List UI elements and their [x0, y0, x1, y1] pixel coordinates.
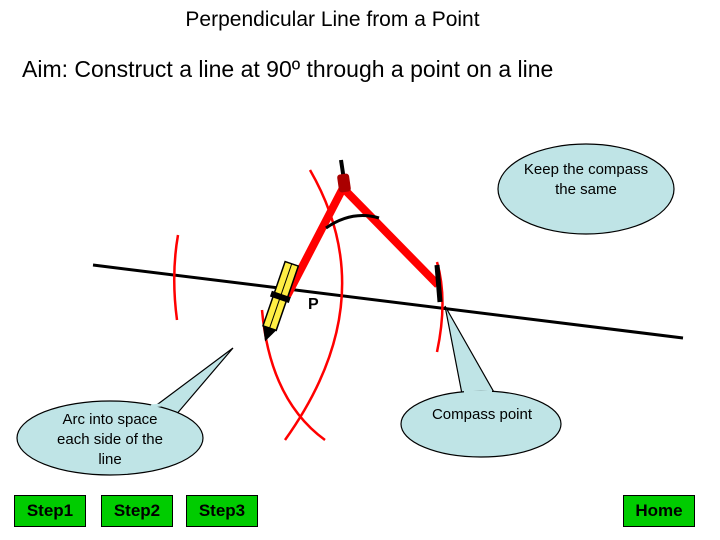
compass-point-text: Compass point [431, 406, 533, 423]
pencil [262, 260, 300, 342]
compass-right-leg [340, 185, 441, 288]
bubble-keep-compass [497, 143, 675, 235]
slide-title: Perpendicular Line from a Point [185, 8, 480, 31]
compass-left-leg [283, 186, 347, 298]
compass-point-needle [434, 264, 443, 303]
keep-compass-text: Keep the compass the same [523, 161, 649, 198]
compass-hinge [325, 214, 380, 230]
step1-button[interactable]: Step1 [14, 495, 86, 527]
arc-left [173, 234, 180, 321]
bubble-compass-tail [444, 305, 497, 395]
arc-upper [283, 169, 344, 441]
arc-into-space-text: Arc into space each side of the line [57, 411, 163, 468]
base-line [92, 263, 684, 340]
bubble-arc-into-space [16, 400, 204, 476]
home-button[interactable]: Home [623, 495, 695, 527]
aim-statement: Aim: Construct a line at 90º through a p… [22, 56, 554, 82]
point-p-label: P [308, 296, 319, 313]
compass-top [337, 173, 351, 193]
step2-button[interactable]: Step2 [101, 495, 173, 527]
step3-button[interactable]: Step3 [186, 495, 258, 527]
